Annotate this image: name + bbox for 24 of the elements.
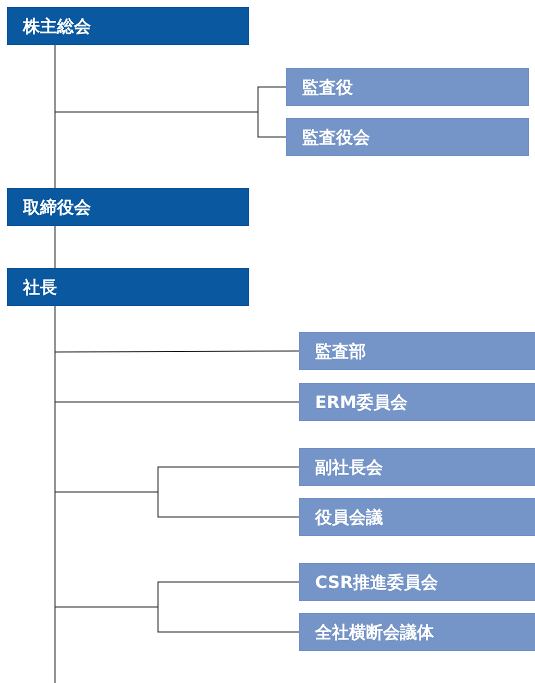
org-unit-box [299,383,535,421]
unit-name: 社長 [23,276,57,298]
unit-name: ERM委員会 [315,392,408,414]
org-unit-box [299,448,535,486]
unit-name: 株主総会 [23,16,91,38]
unit-name: 副社長会 [315,456,383,478]
unit-name: CSR推進委員会 [315,572,438,594]
org-unit-box [7,7,249,45]
connector-line [54,226,56,268]
unit-name: 監査役会 [302,126,370,148]
org-unit-box [286,118,529,156]
connector-line [54,44,56,188]
unit-name: 監査役 [302,76,353,98]
unit-name: 全社横断会議体 [315,622,434,644]
org-unit-box [7,188,249,226]
org-unit-box [299,332,535,370]
unit-name: 役員会議 [315,506,383,528]
org-unit-box [299,563,535,601]
org-unit-box [7,268,249,306]
org-unit-box [299,613,535,651]
unit-name: 監査部 [315,340,366,362]
unit-name: 取締役会 [23,196,91,218]
org-unit-box [299,498,535,536]
org-unit-box [286,68,529,106]
